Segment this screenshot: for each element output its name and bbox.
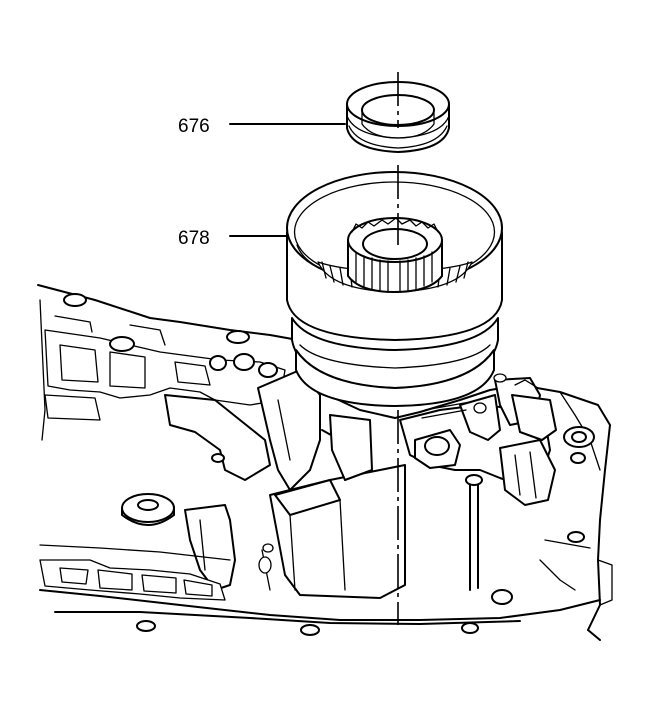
part-678-clutch-drum bbox=[286, 171, 503, 407]
callout-label-678: 678 bbox=[178, 228, 210, 249]
callout-label-676: 676 bbox=[178, 116, 210, 137]
hub-teeth bbox=[351, 217, 439, 292]
callout-676: 676 bbox=[178, 116, 346, 137]
transmission-case bbox=[37, 284, 613, 641]
callout-678: 678 bbox=[178, 228, 289, 249]
